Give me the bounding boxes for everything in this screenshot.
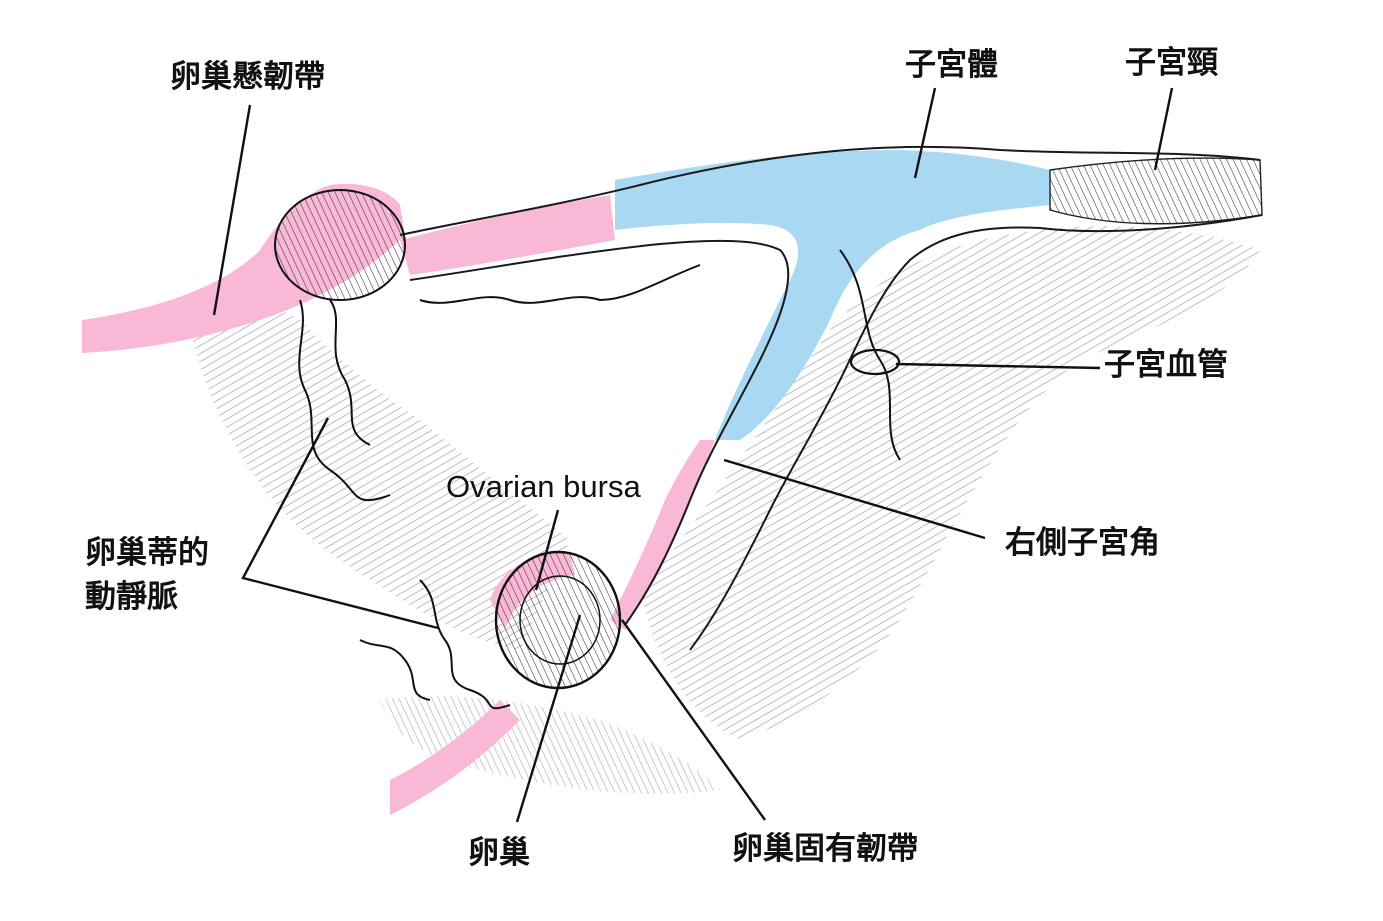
- leader-ovarian-bursa: [534, 509, 560, 591]
- leader-uterine-vessels: [895, 362, 1101, 370]
- label-pedicle-vessels-line2: 動靜脈: [85, 579, 178, 615]
- leader-proper-ligament: [621, 619, 766, 821]
- leader-suspensory: [212, 104, 252, 316]
- label-pedicle-vessels-line1: 卵巢蒂的: [85, 535, 209, 571]
- uterus-blue: [615, 150, 1050, 440]
- leader-cervix: [1153, 87, 1174, 171]
- label-proper-ligament: 卵巢固有韌帶: [732, 831, 918, 867]
- ovarian-vessels: [298, 249, 901, 710]
- leader-pedicle-vessels: [241, 417, 439, 630]
- leader-ovary: [515, 614, 582, 823]
- upper-ovary-drawing: [274, 189, 406, 301]
- label-uterine-cervix: 子宮頸: [1125, 45, 1218, 81]
- label-ovarian-bursa: Ovarian bursa: [446, 469, 641, 504]
- ovary-drawing: [494, 550, 622, 690]
- uterus-outline: [399, 145, 1263, 651]
- leader-right-horn: [723, 458, 986, 540]
- uterine-horn-pink: [400, 195, 615, 275]
- leader-lines: [212, 87, 1174, 823]
- label-suspensory-ligament: 卵巢懸韌帶: [170, 59, 325, 95]
- uterine-vessel-loop: [849, 348, 901, 376]
- label-uterine-vessels: 子宮血管: [1104, 347, 1228, 383]
- broad-ligament: [190, 226, 1260, 794]
- label-ovary: 卵巢: [468, 835, 530, 871]
- right-horn-pink: [610, 440, 715, 630]
- leader-uterine-body: [913, 87, 937, 179]
- label-uterine-body: 子宮體: [905, 47, 998, 83]
- label-right-uterine-horn: 右側子宮角: [1005, 525, 1160, 561]
- lower-ligament-pink: [390, 700, 520, 815]
